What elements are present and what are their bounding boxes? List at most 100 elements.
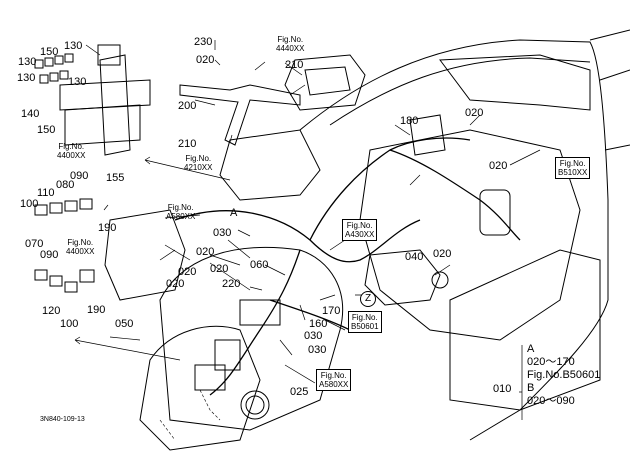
relay-block (239, 299, 281, 326)
callout-090: 090 (70, 170, 89, 182)
callout-060: 060 (250, 259, 269, 271)
callout-130: 130 (64, 40, 83, 52)
callout-130-left: 130 (18, 56, 37, 68)
callout-020-pump: 020 (433, 248, 452, 260)
hood-edge (439, 54, 591, 111)
callout-150: 150 (40, 46, 59, 58)
callout-150-lower: 150 (37, 124, 56, 136)
hood-inner (329, 57, 591, 126)
fig-ref-number: 4400XX (57, 151, 86, 160)
callout-190-lower: 190 (87, 304, 106, 316)
grille (449, 249, 601, 411)
fig-ref-4400XX-lower[interactable]: Fig.No. 4400XX (66, 238, 94, 256)
callout-090-lower: 090 (40, 249, 59, 261)
fig-ref-A580XX-left[interactable]: Fig.No. A580XX (166, 203, 195, 221)
callout-020-right: 020 (489, 160, 508, 172)
callout-110: 110 (37, 187, 55, 199)
round-port (240, 390, 270, 420)
outlet-210 (284, 54, 366, 111)
callout-130-lower: 130 (17, 72, 36, 84)
hood-outline (299, 39, 609, 441)
legend-row: A (527, 343, 535, 355)
connector-top (97, 44, 121, 66)
callout-A: A (230, 207, 238, 219)
relay-group-top (34, 59, 44, 69)
callout-030-lower: 030 (308, 344, 327, 356)
callout-020-left: 020 (178, 266, 197, 278)
fig-ref-number: B50601 (351, 322, 379, 331)
fig-ref-label: Fig.No. (167, 203, 194, 212)
callout-220: 220 (222, 278, 241, 290)
fig-ref-4440XX[interactable]: Fig.No. 4440XX (276, 35, 304, 53)
leader-lines (85, 40, 481, 356)
fig-ref-A430XX[interactable]: Fig.No. A430XX (342, 219, 378, 241)
fig-ref-label: Fig.No. (185, 154, 212, 163)
callout-200: 200 (178, 100, 197, 112)
engine-block (359, 129, 581, 341)
fig-ref-number: 4210XX (184, 163, 213, 172)
callout-155: 155 (106, 172, 125, 184)
fig-ref-number: A580XX (166, 212, 196, 221)
injection-pump (364, 249, 441, 306)
callout-130-right: 130 (68, 76, 87, 88)
fig-ref-A580XX-lower[interactable]: Fig.No. A580XX (316, 369, 352, 391)
fusebox-bracket (104, 209, 186, 301)
right-panel (589, 29, 630, 151)
alternator (219, 129, 321, 201)
drawing-code: 3N840-109-13 (40, 416, 85, 423)
callout-170: 170 (322, 305, 341, 317)
callout-025: 025 (290, 386, 309, 398)
legend-row: B (527, 382, 535, 394)
fig-ref-label: Fig.No. (346, 221, 373, 230)
callout-030-mid: 030 (304, 330, 323, 342)
relay-group-b (34, 269, 48, 281)
fig-ref-number: A580XX (319, 380, 349, 389)
callout-070: 070 (25, 238, 44, 250)
fig-ref-label: Fig.No. (58, 142, 85, 151)
callout-020-mid: 020 (196, 246, 215, 258)
callout-020: 020 (196, 54, 215, 66)
fig-ref-label: Fig.No. (277, 35, 304, 44)
fig-ref-number: 4440XX (276, 44, 305, 53)
legend-bracket (519, 345, 523, 420)
callout-050: 050 (115, 318, 134, 330)
callout-030: 030 (213, 227, 232, 239)
fig-ref-B510XX[interactable]: Fig.No. B510XX (555, 157, 591, 179)
legend-part-no: 010 (493, 383, 512, 395)
fig-ref-4210XX[interactable]: Fig.No. 4210XX (184, 154, 212, 172)
fig-ref-number: A430XX (345, 230, 375, 239)
callout-230: 230 (194, 36, 213, 48)
callout-120: 120 (42, 305, 61, 317)
callout-190: 190 (98, 222, 117, 234)
callout-140: 140 (21, 108, 40, 120)
relay-group-a (34, 204, 48, 216)
callout-160: 160 (309, 318, 328, 330)
callout-210: 210 (285, 59, 304, 71)
bracket-200 (179, 84, 301, 146)
fig-ref-4400XX-top[interactable]: Fig.No. 4400XX (57, 142, 85, 160)
solenoid (409, 114, 446, 156)
zoom-marker-Z: Z (360, 291, 376, 307)
fig-ref-B50601[interactable]: Fig.No. B50601 (348, 311, 382, 333)
legend-row: Fig.No.B50601 (527, 369, 601, 381)
callout-180: 180 (400, 115, 419, 127)
callout-080: 080 (56, 179, 75, 191)
legend-row: 020～090 (527, 395, 575, 407)
harness-main (174, 210, 421, 263)
callout-040: 040 (405, 251, 424, 263)
callout-020-hood: 020 (465, 107, 484, 119)
fig-ref-label: Fig.No. (559, 159, 586, 168)
support-post (99, 54, 131, 156)
callout-100: 100 (20, 198, 39, 210)
callout-020-center: 020 (210, 263, 229, 275)
fig-ref-label: Fig.No. (67, 238, 94, 247)
callout-210-lower: 210 (178, 138, 197, 150)
fig-ref-label: Fig.No. (351, 313, 378, 322)
callout-020-low: 020 (166, 278, 185, 290)
lower-frame (139, 325, 261, 451)
fig-ref-number: 4400XX (66, 247, 95, 256)
callout-100-lower: 100 (60, 318, 79, 330)
legend-row: 020～170 (527, 356, 575, 368)
fuel-filter (479, 189, 511, 236)
